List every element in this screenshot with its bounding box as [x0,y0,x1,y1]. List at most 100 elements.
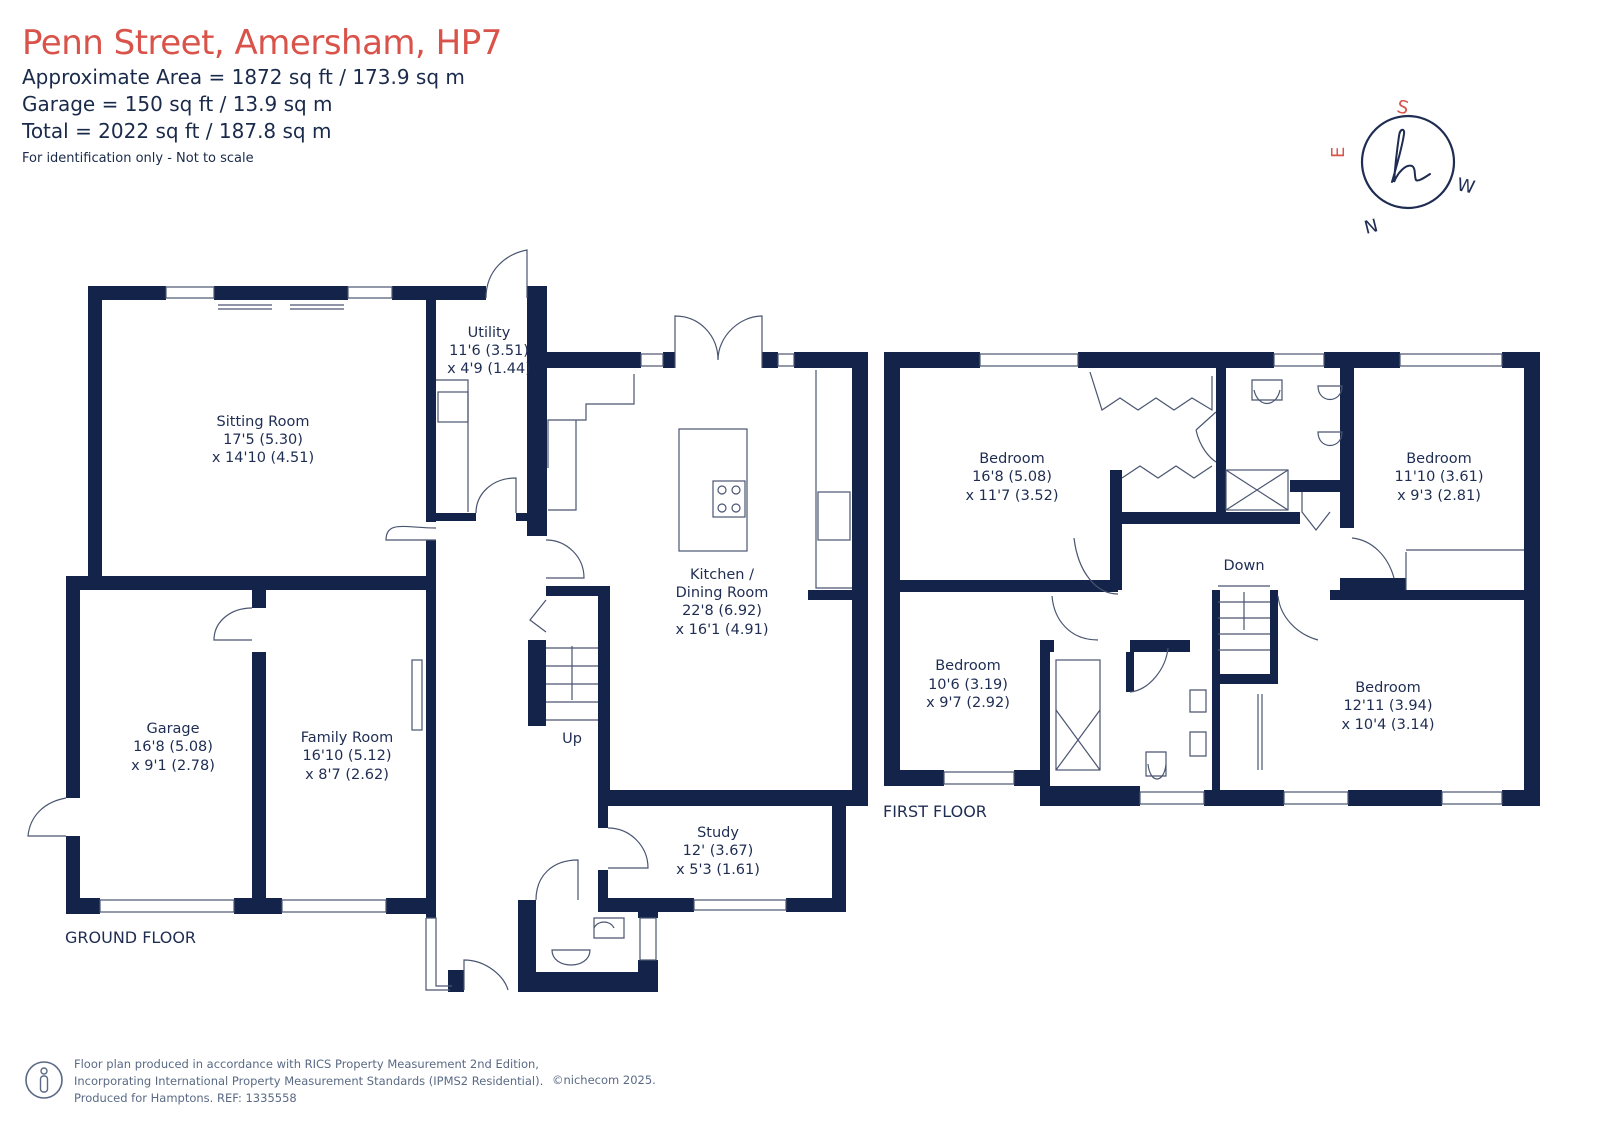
kitchen-name-line1: Kitchen / [690,567,754,583]
wall [762,352,778,368]
kitchen-units [547,374,635,511]
toilet-icon [1145,751,1167,780]
wall [852,352,868,804]
garage-area: Garage = 150 sq ft / 13.9 sq m [22,92,333,116]
bedroom1-dim1: 16'8 (5.08) [972,469,1052,485]
wall [88,286,166,300]
wall [1398,578,1406,592]
wall [66,576,256,590]
compass-logo: S E W N [1330,96,1477,239]
wall [66,898,100,914]
basin-icon [1317,385,1343,447]
wc-toilet-icon [593,917,625,939]
utility-sink-icon [437,391,469,423]
shower-screen [1055,709,1101,771]
window [1283,791,1349,805]
wardrobe [1089,371,1213,412]
cupboard [411,659,423,731]
window [1273,353,1325,367]
kitchen-island [678,428,748,552]
window [1139,791,1205,805]
bedroom2-name: Bedroom [1406,451,1472,467]
wall [884,352,980,368]
kitchen-name-line2: Dining Room [676,585,769,601]
info-icon [25,1061,63,1099]
wall [786,898,846,912]
wall [1204,790,1284,806]
door-swing [1351,537,1395,579]
footer-line1: Floor plan produced in accordance with R… [74,1057,539,1071]
wall [528,640,546,726]
wall [794,352,868,368]
wall [1130,640,1190,652]
shower-tray [1225,469,1289,511]
wall [1110,470,1122,590]
wall [1340,578,1398,592]
wall [1110,512,1300,524]
sliding-door [218,304,344,310]
bedroom3-dim2: x 9'7 (2.92) [926,695,1010,711]
utility-dim1: 11'6 (3.51) [449,343,529,359]
wall [518,900,536,992]
wall [1330,590,1524,600]
wall [546,586,610,596]
wall [884,770,944,786]
door-swing [475,477,517,514]
footer-line3: Produced for Hamptons. REF: 1335558 [74,1091,297,1105]
wall [527,286,547,536]
garage-dim2: x 9'1 (2.78) [131,758,215,774]
compass-west: W [1455,174,1477,198]
door-swing [1301,492,1331,531]
utility-worktop [436,379,469,512]
wall [1348,790,1442,806]
wall [66,576,80,798]
wall [1340,368,1354,528]
door-swing [1195,411,1217,463]
basin-icon [1189,689,1207,757]
footer-line2: Incorporating International Property Mea… [74,1074,544,1088]
wardrobe [1405,549,1524,590]
study-dim2: x 5'3 (1.61) [676,862,760,878]
wall [426,540,436,918]
wall [1270,590,1278,680]
wall [598,586,610,806]
door-swing [1277,595,1319,641]
window [777,353,795,367]
wall [426,286,436,522]
family-room-name: Family Room [301,730,394,746]
bedroom4-dim1: 12'11 (3.94) [1343,698,1432,714]
bedroom4-dim2: x 10'4 (3.14) [1341,717,1434,733]
wall [808,590,856,600]
hob-icon [712,480,746,518]
wall [900,580,1118,592]
stairs-up-label: Up [562,731,582,747]
window [165,286,215,299]
bedroom2-dim1: 11'10 (3.61) [1394,469,1483,485]
kitchen-dim1: 22'8 (6.92) [682,603,762,619]
door-swing [1129,647,1169,693]
cupboard [1257,694,1263,770]
wall [1212,590,1220,790]
wall [598,870,608,900]
window [1441,791,1503,805]
property-title: Penn Street, Amersham, HP7 [22,23,502,63]
worktop [815,370,852,589]
window [347,286,393,299]
sitting-room-name: Sitting Room [217,414,310,430]
wall [1502,790,1540,806]
wall [1290,480,1354,492]
sitting-room-dim2: x 14'10 (4.51) [212,450,314,466]
garage-door [99,899,235,913]
utility-name: Utility [468,325,511,341]
wall [547,352,641,368]
bedroom3-dim1: 10'6 (3.19) [928,677,1008,693]
door-swing [607,827,649,869]
door-swing [213,607,253,641]
door-swing [27,797,67,837]
window [639,917,657,961]
wall [638,900,658,918]
utility-dim2: x 4'9 (1.44) [447,361,531,377]
total-area: Total = 2022 sq ft / 187.8 sq m [22,119,332,143]
bedroom1-name: Bedroom [979,451,1045,467]
